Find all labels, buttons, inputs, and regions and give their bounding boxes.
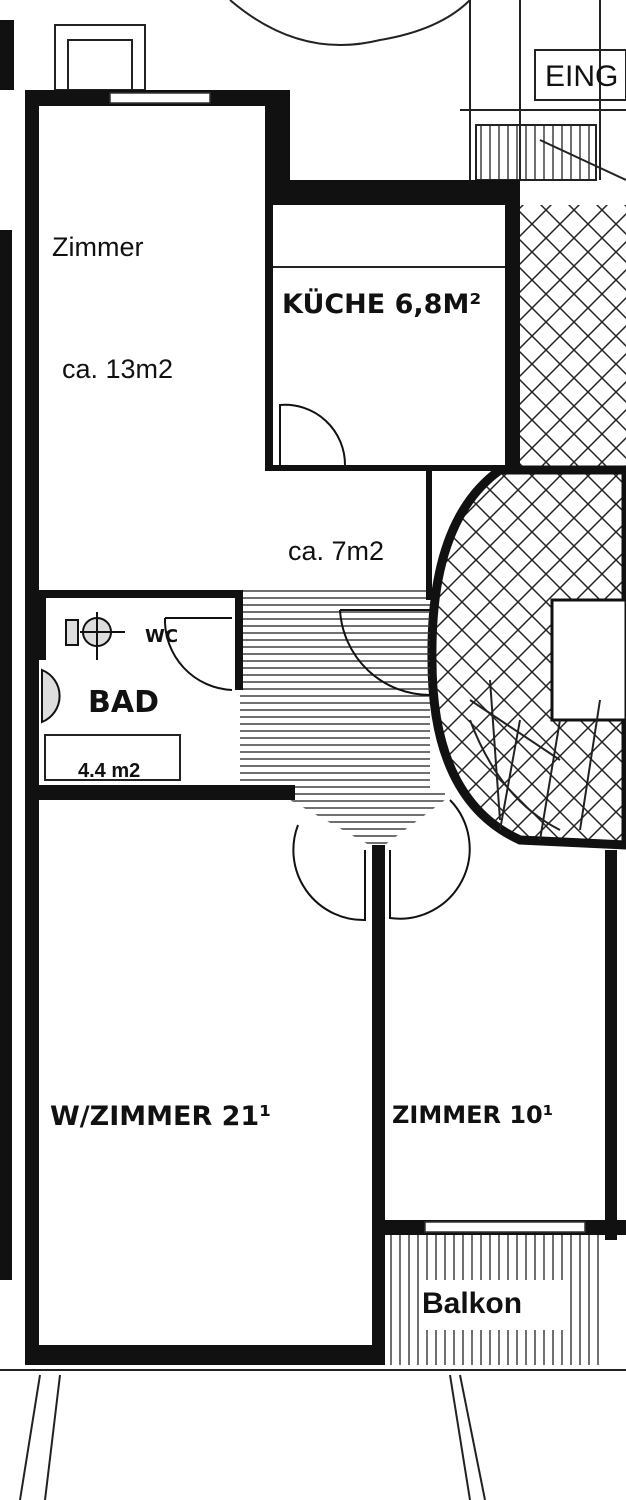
kitchen-label: KÜCHE 6,8M² (282, 287, 481, 320)
bathtub (44, 734, 181, 781)
room-name-zimmer: Zimmer (52, 232, 143, 262)
windows (109, 92, 586, 1233)
kitchen-door (279, 403, 347, 466)
wc-label: WC (145, 626, 178, 647)
room-area-zimmer: ca. 13m2 (62, 354, 173, 384)
balcony-label: Balkon (422, 1287, 522, 1320)
entrance-label: EING (545, 60, 618, 93)
exterior-top (54, 0, 626, 181)
bath-door (163, 617, 233, 691)
room10-label: ZIMMER 10¹ (392, 1101, 553, 1129)
bath-area: 4.4 m2 (78, 760, 140, 782)
staircase (427, 205, 626, 850)
living-room-door (292, 824, 366, 922)
room10-door (389, 799, 471, 920)
bath-label: BAD (88, 685, 159, 720)
doors[interactable] (163, 403, 471, 922)
hall-door (339, 609, 431, 697)
living-room-label: W/ZIMMER 21¹ (50, 1101, 271, 1132)
toilet-icon (65, 612, 125, 660)
hall-area: ca. 7m2 (288, 536, 384, 566)
sink-icon (41, 668, 61, 724)
